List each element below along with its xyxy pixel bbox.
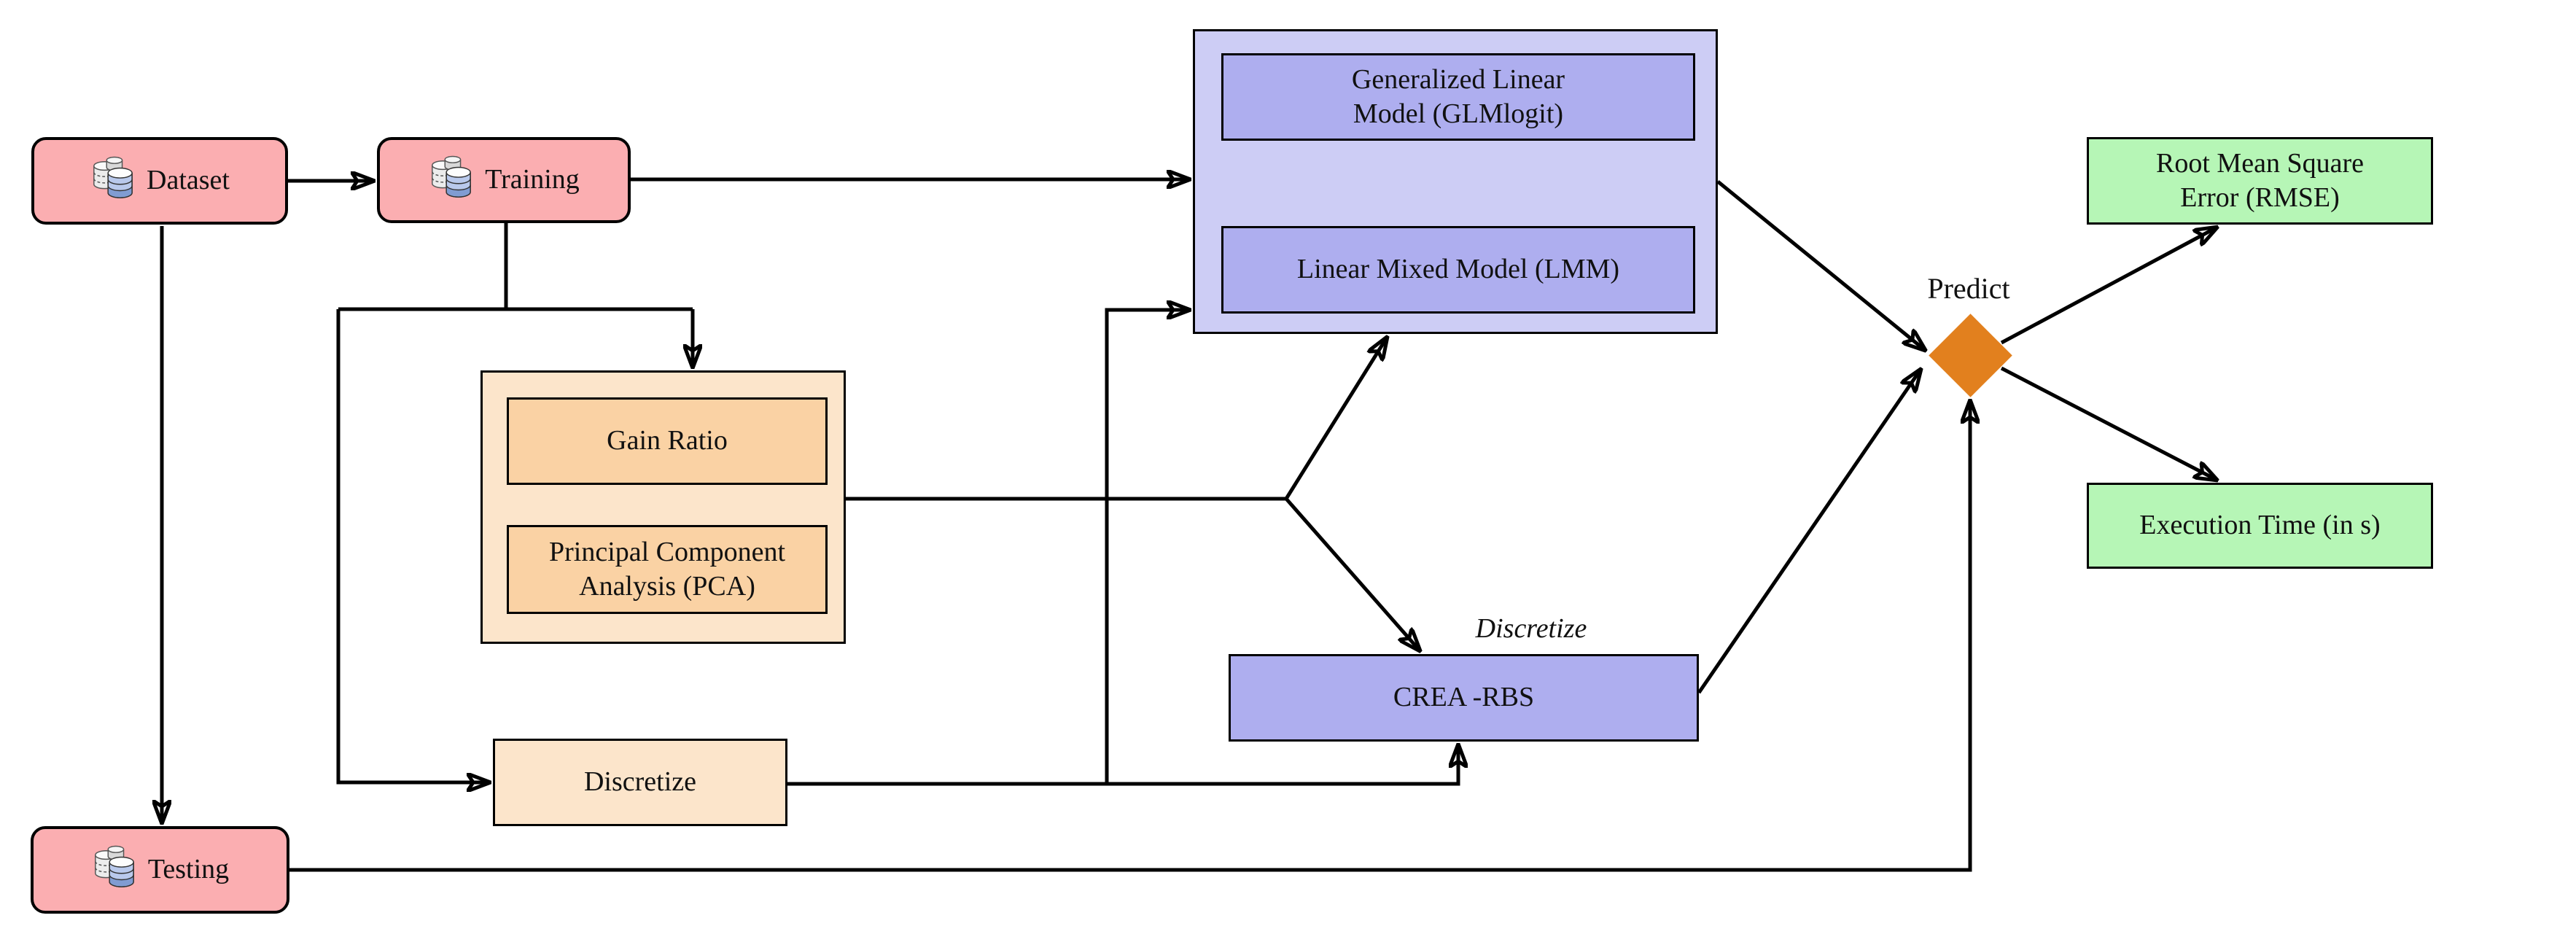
- edge-vertical-lmm: [1105, 310, 1189, 784]
- rmse-node: Root Mean Square Error (RMSE): [2087, 137, 2433, 225]
- glm-label-line1: Generalized Linear: [1351, 63, 1565, 95]
- testing-node: Testing: [31, 826, 289, 914]
- gain-ratio-node: Gain Ratio: [507, 397, 828, 485]
- edge-predict-exectime: [2000, 366, 2217, 480]
- edge-junction-models: [1284, 338, 1387, 500]
- feature-selection-group: Gain Ratio Principal Component Analysis …: [480, 370, 846, 644]
- glm-label-line2: Model (GLMlogit): [1353, 98, 1564, 129]
- glm-node: Generalized Linear Model (GLMlogit): [1221, 53, 1695, 141]
- lmm-node: Linear Mixed Model (LMM): [1221, 226, 1695, 314]
- database-icon: [93, 156, 133, 198]
- pca-label-line2: Analysis (PCA): [579, 571, 755, 602]
- testing-label: Testing: [147, 854, 230, 885]
- dataset-label: Dataset: [147, 165, 230, 196]
- discretize-label: Discretize: [583, 766, 697, 798]
- edge-testing-predict: [289, 401, 1970, 872]
- training-label: Training: [485, 164, 580, 195]
- lmm-label: Linear Mixed Model (LMM): [1296, 254, 1620, 285]
- execution-time-label: Execution Time (in s): [2139, 510, 2381, 541]
- discretize-node: Discretize: [493, 739, 787, 826]
- edge-models-predict: [1716, 180, 1925, 350]
- pca-node: Principal Component Analysis (PCA): [507, 525, 828, 614]
- edge-crea-predict: [1697, 370, 1921, 694]
- edge-branch-discretize: [336, 309, 489, 782]
- predict-label: Predict: [1927, 272, 2010, 305]
- edge-discretize-crea: [787, 745, 1458, 786]
- edge-junction-crea: [1285, 497, 1420, 650]
- training-node: Training: [377, 137, 631, 223]
- discretize-edge-label: Discretize: [1475, 613, 1587, 644]
- execution-time-node: Execution Time (in s): [2087, 483, 2433, 569]
- rmse-label-line2: Error (RMSE): [2180, 182, 2340, 213]
- pca-label-line1: Principal Component: [548, 536, 786, 567]
- crea-rbs-label: CREA -RBS: [1393, 682, 1535, 713]
- dataset-node: Dataset: [31, 137, 288, 225]
- crea-rbs-node: CREA -RBS: [1229, 654, 1699, 742]
- gain-ratio-label: Gain Ratio: [607, 425, 728, 456]
- database-icon: [432, 155, 472, 198]
- edge-predict-rmse: [2000, 228, 2217, 345]
- models-group: Generalized Linear Model (GLMlogit) Line…: [1193, 29, 1718, 334]
- rmse-label-line1: Root Mean Square: [2156, 147, 2364, 179]
- database-icon: [94, 845, 134, 887]
